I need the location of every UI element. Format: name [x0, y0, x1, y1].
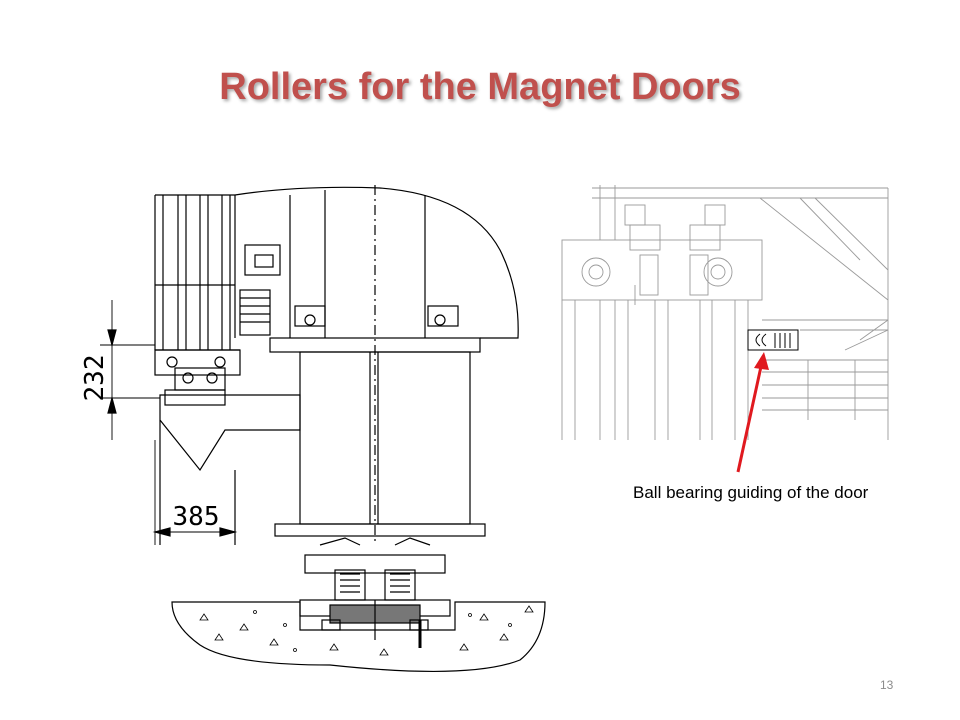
page-number: 13 — [880, 678, 894, 692]
ball-bearing-guide — [747, 329, 799, 351]
dimension-232: 232 — [80, 355, 110, 402]
bearing-caption: Ball bearing guiding of the door — [633, 483, 869, 502]
dimension-385: 385 — [173, 502, 220, 532]
left-cross-section-drawing — [100, 185, 546, 673]
slide-title: Rollers for the Magnet Doors — [219, 66, 741, 108]
callout-arrow — [736, 352, 769, 473]
right-detail-drawing — [561, 185, 889, 440]
